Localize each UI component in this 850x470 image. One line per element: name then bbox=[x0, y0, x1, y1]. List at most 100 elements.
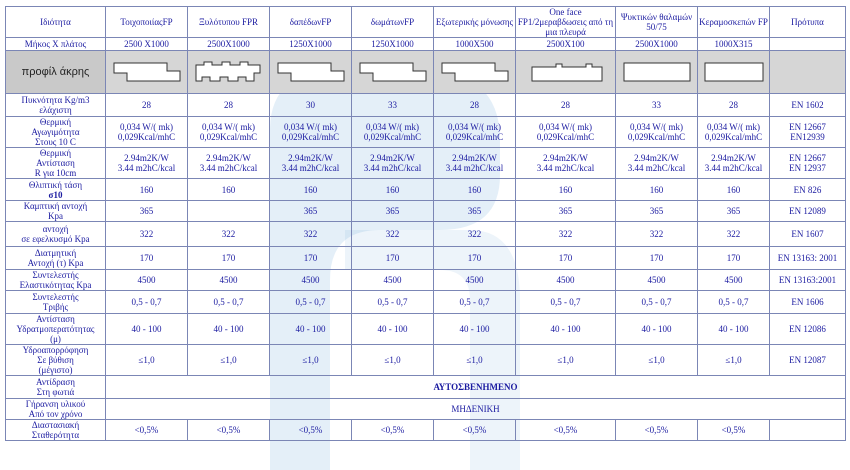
cell-standard: EN 12087 bbox=[769, 344, 846, 376]
cell: 160 bbox=[615, 178, 698, 201]
header-standard: Πρότυπα bbox=[769, 6, 846, 38]
cell: 170 bbox=[351, 246, 434, 270]
cell-standard: EN 12089 bbox=[769, 200, 846, 222]
cell: 322 bbox=[515, 221, 616, 247]
cell: 28 bbox=[187, 93, 270, 117]
cell: 40 - 100 bbox=[433, 313, 516, 345]
cell: 0,034 W/( mk)0,029Kcal/mhC bbox=[433, 116, 516, 148]
cell-standard bbox=[769, 37, 846, 51]
profile-step-icon bbox=[351, 50, 434, 94]
cell-standard: EN 12086 bbox=[769, 313, 846, 345]
cell: 365 bbox=[697, 200, 770, 222]
cell-standard: EN 1607 bbox=[769, 221, 846, 247]
cell: 170 bbox=[105, 246, 188, 270]
cell: ≤1,0 bbox=[187, 344, 270, 376]
cell: 28 bbox=[515, 93, 616, 117]
cell: 322 bbox=[269, 221, 352, 247]
cell: 160 bbox=[351, 178, 434, 201]
cell: 322 bbox=[187, 221, 270, 247]
cell: 322 bbox=[433, 221, 516, 247]
cell: 0,5 - 0,7 bbox=[105, 290, 188, 314]
cell: 322 bbox=[615, 221, 698, 247]
cell-standard bbox=[769, 50, 846, 94]
cell: 4500 bbox=[269, 269, 352, 291]
cell: <0,5% bbox=[433, 419, 516, 441]
cell: <0,5% bbox=[187, 419, 270, 441]
cell: <0,5% bbox=[515, 419, 616, 441]
profile-step-icon bbox=[433, 50, 516, 94]
cell: 322 bbox=[105, 221, 188, 247]
cell: 2500Χ1000 bbox=[615, 37, 698, 51]
profile-flat-icon bbox=[615, 50, 698, 94]
header-col-5: Εξωτερικής μόνωσης bbox=[433, 6, 516, 38]
cell: 170 bbox=[515, 246, 616, 270]
cell-standard: EN 13163:2001 bbox=[769, 269, 846, 291]
cell: 365 bbox=[269, 200, 352, 222]
row-profile: προφίλ άκρης bbox=[5, 50, 846, 94]
cell: 0,034 W/( mk)0,029Kcal/mhC bbox=[615, 116, 698, 148]
cell: ≤1,0 bbox=[615, 344, 698, 376]
cell: 0,5 - 0,7 bbox=[697, 290, 770, 314]
cell: 40 - 100 bbox=[351, 313, 434, 345]
cell: 2500Χ100 bbox=[515, 37, 616, 51]
row-label: Μήκος Χ πλάτος bbox=[5, 37, 106, 51]
cell: ≤1,0 bbox=[351, 344, 434, 376]
cell: 0,5 - 0,7 bbox=[269, 290, 352, 314]
cell: 365 bbox=[433, 200, 516, 222]
cell: 33 bbox=[351, 93, 434, 117]
cell bbox=[187, 200, 270, 222]
cell: 4500 bbox=[187, 269, 270, 291]
cell: 170 bbox=[187, 246, 270, 270]
cell-standard: EN 13163: 2001 bbox=[769, 246, 846, 270]
header-property: Ιδιότητα bbox=[5, 6, 106, 38]
cell: <0,5% bbox=[269, 419, 352, 441]
profile-label: προφίλ άκρης bbox=[5, 50, 106, 94]
profile-one-face-icon bbox=[515, 50, 616, 94]
cell: 4500 bbox=[351, 269, 434, 291]
header-col-4: δωμάτωνFP bbox=[351, 6, 434, 38]
cell: 40 - 100 bbox=[515, 313, 616, 345]
cell: 0,5 - 0,7 bbox=[515, 290, 616, 314]
cell: 322 bbox=[351, 221, 434, 247]
cell: 28 bbox=[697, 93, 770, 117]
cell: 40 - 100 bbox=[269, 313, 352, 345]
cell: 4500 bbox=[697, 269, 770, 291]
cell: 40 - 100 bbox=[697, 313, 770, 345]
cell-standard bbox=[769, 419, 846, 441]
cell: ≤1,0 bbox=[105, 344, 188, 376]
cell: 2500Χ1000 bbox=[187, 37, 270, 51]
cell: 1000Χ315 bbox=[697, 37, 770, 51]
cell: 28 bbox=[105, 93, 188, 117]
cell: 33 bbox=[615, 93, 698, 117]
header-col-1: ΤοιχοποιίαςFP bbox=[105, 6, 188, 38]
cell: 160 bbox=[433, 178, 516, 201]
cell: <0,5% bbox=[105, 419, 188, 441]
cell: 160 bbox=[269, 178, 352, 201]
header-col-7: Ψυκτικών θαλαμών 50/75 bbox=[615, 6, 698, 38]
cell: 40 - 100 bbox=[187, 313, 270, 345]
cell: ≤1,0 bbox=[697, 344, 770, 376]
cell: 322 bbox=[697, 221, 770, 247]
